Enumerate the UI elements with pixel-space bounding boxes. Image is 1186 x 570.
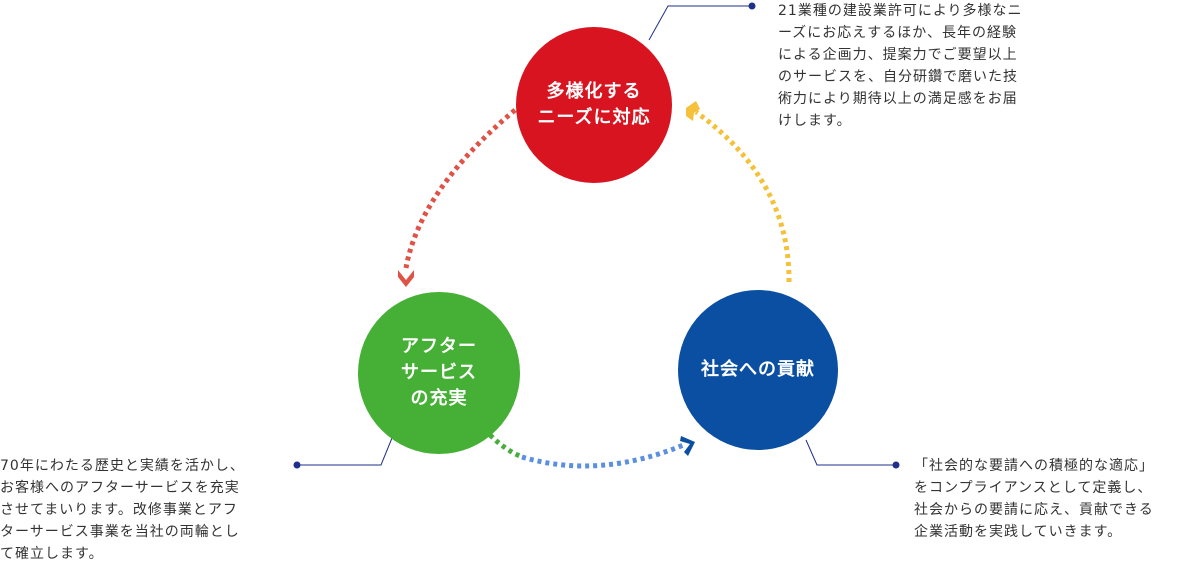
description-line: させてまいります。改修事業とアフ [0,502,238,518]
description-right: 「社会的な要請への積極的な適応」 をコンプライアンスとして定義し、 社会からの要… [914,455,1154,543]
arrowhead-left-icon [398,270,414,287]
description-left: 70年にわたる歴史と実績を活かし、 お客様へのアフターサービスを充実 させてまい… [0,455,245,565]
description-line: て確立します。 [0,546,104,562]
node-social-contribution: 社会への貢献 [678,290,838,450]
description-line: 21業種の建設業許可により多様なニ [778,3,1023,19]
description-line: のサービスを、自分研鑽で磨いた技 [778,69,1018,85]
description-line: ターサービス事業を当社の両輪とし [0,524,240,540]
node-after-service: アフター サービス の充実 [358,292,520,454]
node-label-line: サービス [401,362,477,383]
arrow-left-to-right-blue [521,441,687,469]
leader-dot-right-icon [892,461,900,469]
leader-dot-top-icon [748,2,756,10]
leader-line-top [648,5,752,41]
node-label-line: 社会への貢献 [701,359,815,380]
leader-dot-left-icon [293,461,301,469]
description-line: 社会からの要請に応え、貢献できる [914,502,1154,518]
description-line: 70年にわたる歴史と実績を活かし、 [0,458,245,474]
description-line: をコンプライアンスとして定義し、 [914,480,1153,496]
arrow-top-to-left [403,108,517,269]
description-line: 「社会的な要請への積極的な適応」 [914,458,1154,474]
description-line: 術力により期待以上の満足感をお届 [778,91,1018,107]
leader-line-left [297,437,393,466]
arrowhead-top-icon [686,101,700,121]
description-line: による企画力、提案力でご要望以上 [778,47,1018,63]
arrow-right-to-top [694,109,792,283]
description-line: ーズにお応えするほか、長年の経験 [778,25,1018,41]
node-label-line: ニーズに対応 [537,107,651,128]
description-top: 21業種の建設業許可により多様なニ ーズにお応えするほか、長年の経験 による企画… [778,0,1023,132]
arrow-left-to-right-green [488,433,523,460]
node-label-line: アフター [401,336,477,357]
description-line: お客様へのアフターサービスを充実 [0,480,240,496]
node-label-line: の充実 [410,388,468,409]
arrowhead-right-icon [680,436,695,456]
description-line: 企業活動を実践していきます。 [914,524,1123,540]
node-diverse-needs: 多様化する ニーズに対応 [516,27,672,183]
leader-line-right [805,439,896,466]
description-line: けします。 [778,113,852,129]
node-label-line: 多様化する [546,81,642,102]
